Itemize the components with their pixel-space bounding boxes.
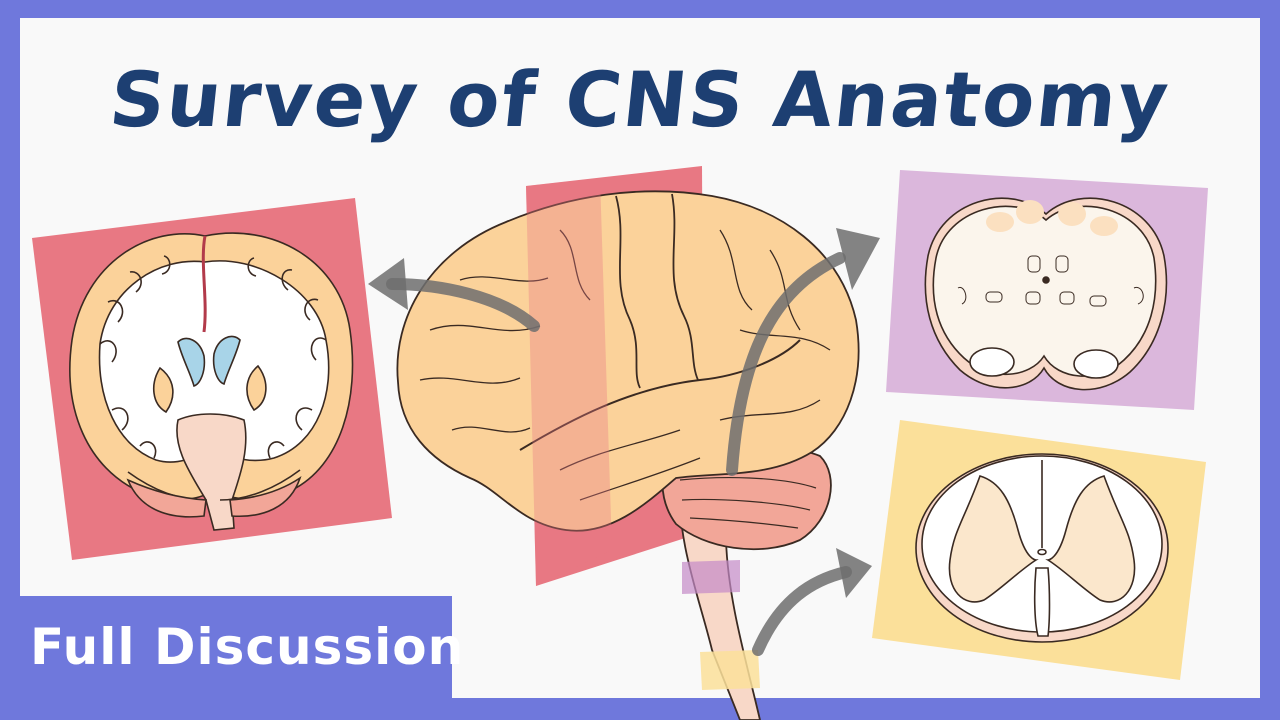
brainstem-cross-section-icon xyxy=(924,197,1168,391)
brain-lateral-view-icon xyxy=(396,190,860,720)
brain-coronal-section-icon xyxy=(69,232,354,531)
spinal-plane-marker xyxy=(700,650,760,690)
discussion-badge xyxy=(20,596,452,698)
brainstem-plane-marker xyxy=(682,560,740,594)
page-title: Survey of CNS Anatomy xyxy=(105,55,1175,144)
spinal-cord-cross-section-icon xyxy=(915,453,1169,643)
arrow-icon xyxy=(386,252,852,656)
arrowhead-icon xyxy=(368,228,880,598)
sagittal-plane-overlay xyxy=(526,178,612,586)
badge-label: Full Discussion xyxy=(30,618,465,676)
